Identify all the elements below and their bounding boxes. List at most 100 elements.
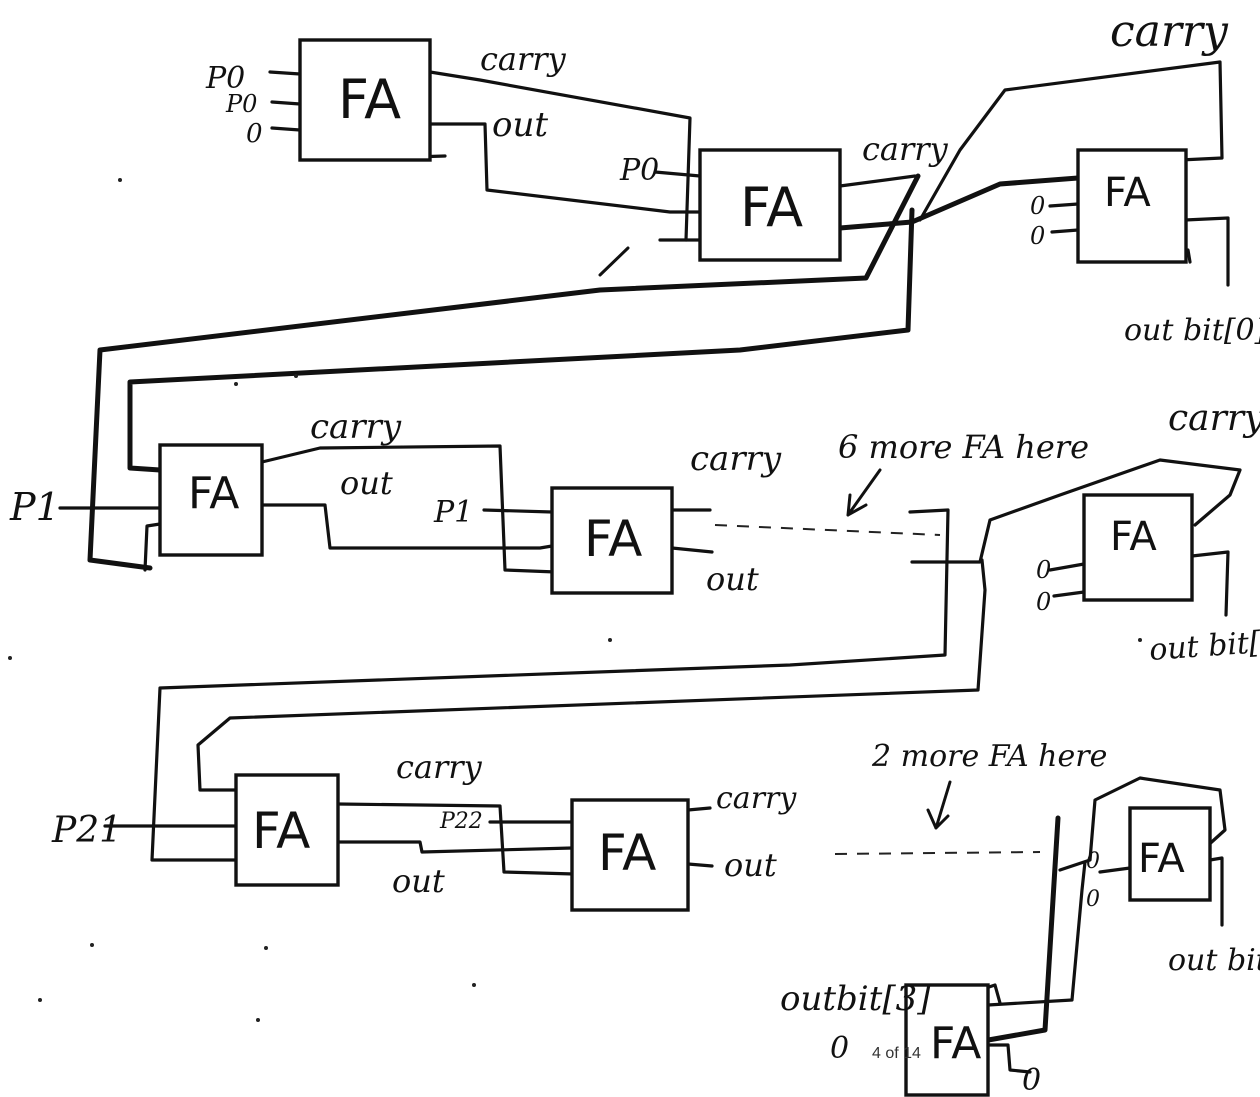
- wire-cross-vert: [127, 207, 915, 473]
- input-label-p1: P1: [433, 495, 473, 530]
- input-label-zero: 0: [1086, 849, 1100, 874]
- wire-fa6-in0a: [1048, 562, 1086, 572]
- wire-fa1-carry: [428, 70, 692, 242]
- wire-in-1a: [268, 70, 302, 76]
- page-indicator: 4 of 14: [872, 1045, 921, 1062]
- carry-label: carry: [396, 748, 483, 786]
- note-more-fa: 6 more FA here: [838, 428, 1089, 466]
- input-label-p0: P0: [225, 90, 257, 118]
- out-label: out: [340, 464, 393, 502]
- full-adder-box: [158, 443, 264, 557]
- wire-gap-row2: [714, 524, 941, 536]
- wire-row3-loop: [1058, 776, 1227, 872]
- carry-label: carry: [1168, 398, 1260, 439]
- arrows: [846, 468, 952, 830]
- wire-fa3-in0a: [1048, 202, 1080, 208]
- fa-label: FA: [1104, 170, 1151, 216]
- wire-fa5-out: [670, 546, 714, 554]
- wire-fa8-carry: [686, 806, 712, 812]
- full-adder-box: [550, 486, 674, 595]
- wire-fa2-out: [837, 175, 1081, 231]
- fa-label: FA: [930, 1018, 981, 1069]
- full-adder-box: [234, 773, 340, 887]
- stray-marks: [8, 178, 1142, 1022]
- note-more-fa: 2 more FA here: [871, 739, 1107, 774]
- wire-p1-fa5: [482, 508, 554, 514]
- arrow-icon: [846, 468, 882, 517]
- wire-fa7-carry: [336, 802, 576, 876]
- carry-label: carry: [690, 439, 782, 479]
- full-adder-box: [1076, 148, 1188, 264]
- arrow-icon: [926, 780, 952, 830]
- fa-label: FA: [338, 68, 401, 131]
- input-label-p0: P0: [619, 153, 659, 188]
- wire-cross-diag: [87, 173, 921, 571]
- carry-label: carry: [716, 781, 797, 816]
- stray-dot: [38, 998, 42, 1002]
- wire-fa4-carry: [260, 444, 558, 574]
- full-adder-box: [570, 798, 690, 912]
- input-label-zero: 0: [1086, 887, 1100, 912]
- stray-dot: [234, 382, 238, 386]
- input-label-zero: 0: [830, 1031, 849, 1066]
- fa-label: FA: [740, 176, 803, 239]
- stray-stroke: [598, 246, 630, 277]
- input-label-zero: 0: [1030, 222, 1045, 250]
- full-adder-box: [904, 983, 990, 1097]
- input-label-zero: 0: [1036, 556, 1051, 584]
- carry-label: carry: [480, 40, 567, 78]
- wire-row3-down: [986, 860, 1087, 1007]
- wire-in-1b: [270, 100, 302, 106]
- carry-label: carry: [1110, 6, 1229, 57]
- wire-fa2-carry: [838, 174, 917, 188]
- out-label: out: [706, 560, 759, 598]
- out-label: out: [392, 862, 445, 900]
- out-label: out: [492, 105, 548, 145]
- stray-dot: [256, 1018, 260, 1022]
- wire-fa10-out: [983, 1043, 1032, 1074]
- input-label-zero: 0: [246, 119, 263, 149]
- handwritten-labels: P0 P0 0 carry out P0 carry carry 0 0 out…: [9, 6, 1260, 1097]
- out-bit-label: outbit[3]: [780, 979, 931, 1019]
- wire-fa6-in0b: [1052, 590, 1086, 598]
- stray-dot: [8, 656, 12, 660]
- wire-row2-bar: [150, 508, 950, 862]
- input-label-p21: P21: [51, 810, 122, 851]
- stray-dot: [264, 946, 268, 950]
- wire-top-loop: [918, 60, 1224, 222]
- wire-p0-fa2: [653, 170, 702, 178]
- out-bit-label: out bit[1]: [1148, 623, 1260, 668]
- full-adder-box: [1128, 806, 1212, 902]
- out-bit-label: out bit[0]: [1124, 313, 1260, 348]
- wire-fa9-in0: [1098, 866, 1132, 874]
- stray-dot: [118, 178, 122, 182]
- full-adder-box: [698, 148, 842, 262]
- wire-fa7-out: [336, 840, 574, 854]
- fa-labels: FA FA FA FA FA FA FA FA FA FA: [188, 68, 1185, 1069]
- wire-fa3-in0b: [1050, 228, 1080, 234]
- wire-row2-to-fa6: [910, 458, 1242, 564]
- out-label: out: [724, 846, 777, 884]
- wires: [58, 60, 1242, 1074]
- input-label-zero: 0: [1030, 192, 1045, 220]
- full-adder-box: [298, 38, 432, 162]
- input-label-p0: P0: [205, 61, 245, 96]
- wire-fa6-out: [1190, 550, 1230, 617]
- wire-in-1c: [270, 126, 302, 132]
- fa-label: FA: [598, 824, 656, 882]
- wire-fa3-down: [1186, 248, 1192, 264]
- input-label-zero: 0: [1036, 588, 1051, 616]
- fa-label: FA: [1138, 836, 1185, 882]
- input-label-zero: 0: [1022, 1063, 1041, 1097]
- stray-dot: [1138, 638, 1142, 642]
- wire-fa4-out: [260, 503, 554, 550]
- carry-label: carry: [310, 407, 402, 447]
- fa-label: FA: [584, 510, 642, 568]
- wire-fa9-out: [1208, 856, 1224, 927]
- out-bit-label: out bit[2]: [1168, 943, 1260, 978]
- wire-fa3-out: [1183, 216, 1230, 287]
- stray-dot: [90, 943, 94, 947]
- full-adders: [158, 38, 1212, 1097]
- carry-label: carry: [862, 130, 949, 168]
